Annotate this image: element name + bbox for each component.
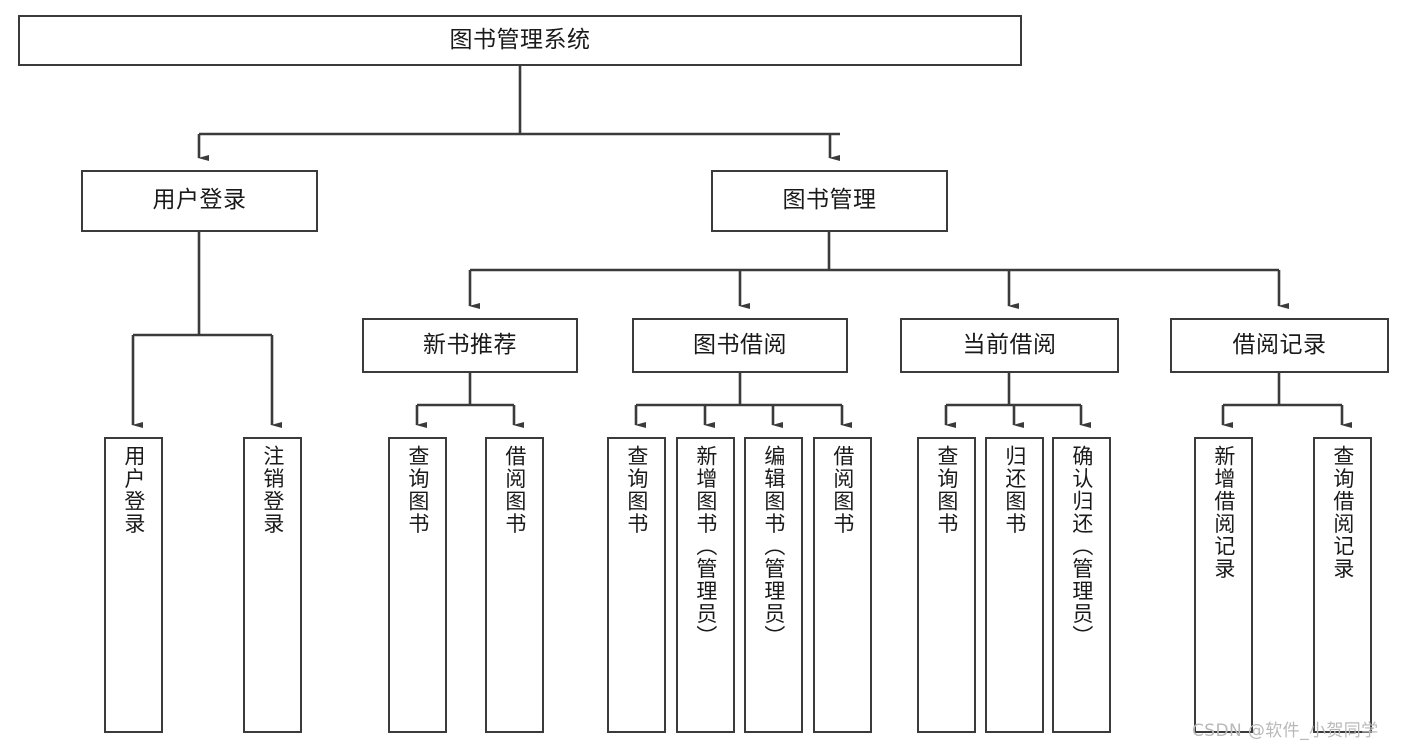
leaf-logout[interactable]: 注销登录 — [243, 437, 302, 733]
node-book-management-label: 图书管理 — [782, 187, 877, 214]
leaf-query-book-new[interactable]: 查询图书 — [388, 437, 447, 733]
leaf-query-book-new-label: 查询图书 — [405, 445, 430, 535]
leaf-return-book-label: 归还图书 — [1002, 445, 1027, 535]
leaf-edit-book-admin-label: 编辑图书（管理员） — [761, 445, 786, 648]
leaf-confirm-return-admin-label: 确认归还（管理员） — [1069, 445, 1094, 648]
leaf-borrow-book[interactable]: 借阅图书 — [813, 437, 872, 733]
leaf-query-book-current[interactable]: 查询图书 — [917, 437, 976, 733]
leaf-edit-book-admin[interactable]: 编辑图书（管理员） — [744, 437, 803, 733]
leaf-add-book-admin[interactable]: 新增图书（管理员） — [676, 437, 735, 733]
node-current-borrow-label: 当前借阅 — [962, 331, 1057, 358]
leaf-return-book[interactable]: 归还图书 — [985, 437, 1044, 733]
leaf-add-borrow-record-label: 新增借阅记录 — [1211, 445, 1236, 580]
node-borrow-record-label: 借阅记录 — [1232, 331, 1327, 358]
node-user-login-label: 用户登录 — [152, 187, 247, 214]
node-borrow-record[interactable]: 借阅记录 — [1170, 318, 1389, 373]
node-new-book-recommend-label: 新书推荐 — [423, 331, 517, 358]
node-root-label: 图书管理系统 — [449, 26, 591, 53]
csdn-watermark: CSDN @软件_小贺同学 — [1192, 721, 1379, 741]
node-root[interactable]: 图书管理系统 — [18, 15, 1022, 66]
leaf-user-login-label: 用户登录 — [121, 445, 146, 535]
node-book-borrow[interactable]: 图书借阅 — [632, 318, 848, 373]
leaf-logout-label: 注销登录 — [260, 445, 285, 535]
leaf-query-book-borrow-label: 查询图书 — [624, 445, 649, 535]
leaf-borrow-book-new[interactable]: 借阅图书 — [485, 437, 544, 733]
leaf-query-book-borrow[interactable]: 查询图书 — [607, 437, 666, 733]
leaf-add-borrow-record[interactable]: 新增借阅记录 — [1194, 437, 1253, 733]
node-current-borrow[interactable]: 当前借阅 — [900, 318, 1119, 373]
node-book-management[interactable]: 图书管理 — [711, 170, 948, 232]
leaf-borrow-book-new-label: 借阅图书 — [502, 445, 527, 535]
leaf-query-borrow-record-label: 查询借阅记录 — [1330, 445, 1355, 580]
leaf-query-book-current-label: 查询图书 — [934, 445, 959, 535]
leaf-add-book-admin-label: 新增图书（管理员） — [693, 445, 718, 648]
leaf-confirm-return-admin[interactable]: 确认归还（管理员） — [1052, 437, 1111, 733]
node-book-borrow-label: 图书借阅 — [693, 331, 787, 358]
node-user-login[interactable]: 用户登录 — [81, 170, 318, 232]
leaf-query-borrow-record[interactable]: 查询借阅记录 — [1313, 437, 1372, 733]
leaf-user-login[interactable]: 用户登录 — [104, 437, 163, 733]
node-new-book-recommend[interactable]: 新书推荐 — [362, 318, 578, 373]
leaf-borrow-book-label: 借阅图书 — [830, 445, 855, 535]
